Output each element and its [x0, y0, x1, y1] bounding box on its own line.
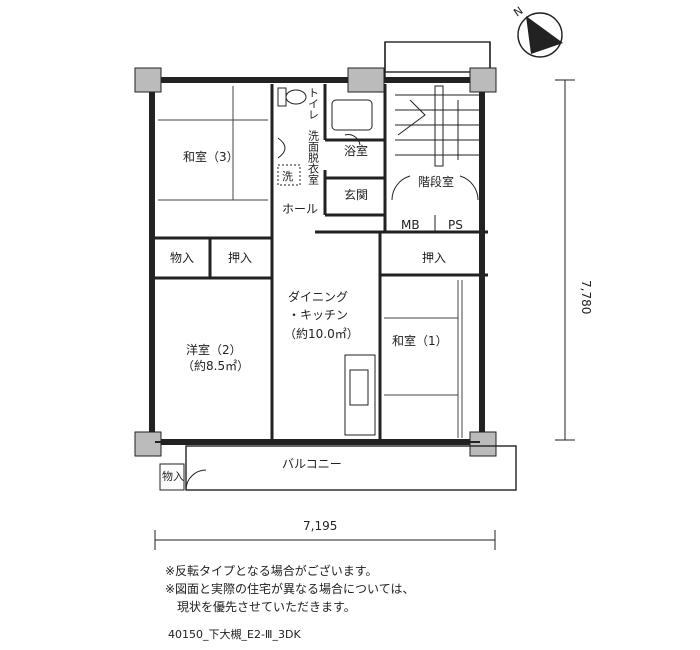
room-washitsu3: 和室（3）	[183, 149, 239, 164]
room-youshitsu-line2: （約8.5㎡）	[182, 358, 249, 373]
dimension-width: 7,195	[303, 519, 337, 533]
plan-code: 40150_下大槻_E2-Ⅲ_3DK	[168, 628, 301, 641]
room-dk-line1: ダイニング	[288, 289, 348, 304]
toilet-icon	[277, 87, 307, 107]
room-dk-line3: （約10.0㎡）	[284, 326, 359, 341]
room-hall: ホール	[282, 202, 318, 216]
balcony-outline	[155, 441, 517, 491]
room-dk-line2: ・キッチン	[288, 308, 348, 322]
room-toilet: トイレ	[307, 87, 320, 120]
room-monoire: 物入	[170, 251, 194, 265]
room-youshitsu-line1: 洋室（2）	[186, 342, 242, 357]
room-sen: 洗	[282, 170, 293, 183]
room-monoire-balcony: 物入	[162, 469, 184, 483]
note-line-1: ※反転タイプとなる場合がございます。	[165, 564, 378, 578]
dimension-lines	[154, 79, 575, 550]
room-oshiire-left: 押入	[228, 251, 252, 265]
dimension-height: 7,780	[579, 280, 593, 314]
room-washitsu1: 和室（1）	[392, 333, 448, 348]
room-balcony: バルコニー	[282, 457, 342, 471]
north-compass-icon: N	[511, 4, 563, 58]
room-yokushitsu: 浴室	[344, 143, 368, 158]
interior-walls	[155, 84, 488, 440]
washitsu1-tatami	[384, 280, 463, 438]
note-line-3: 現状を優先させていただきます。	[165, 600, 356, 614]
stairwell-icon	[391, 85, 480, 201]
bathtub-icon	[331, 99, 373, 146]
washitsu3-tatami	[158, 86, 268, 201]
room-genkan: 玄関	[344, 187, 368, 202]
room-kaidanshitsu: 階段室	[418, 174, 454, 189]
room-oshiire-right: 押入	[422, 251, 446, 265]
kitchen-counter	[344, 354, 376, 436]
north-label: N	[511, 4, 525, 19]
note-line-2: ※図面と実際の住宅が異なる場合については、	[165, 582, 415, 596]
room-mb: MB	[401, 218, 420, 232]
wash-basin-icon	[277, 137, 301, 186]
room-ps: PS	[448, 218, 463, 232]
room-senmen: 洗面脱衣室	[307, 130, 320, 185]
